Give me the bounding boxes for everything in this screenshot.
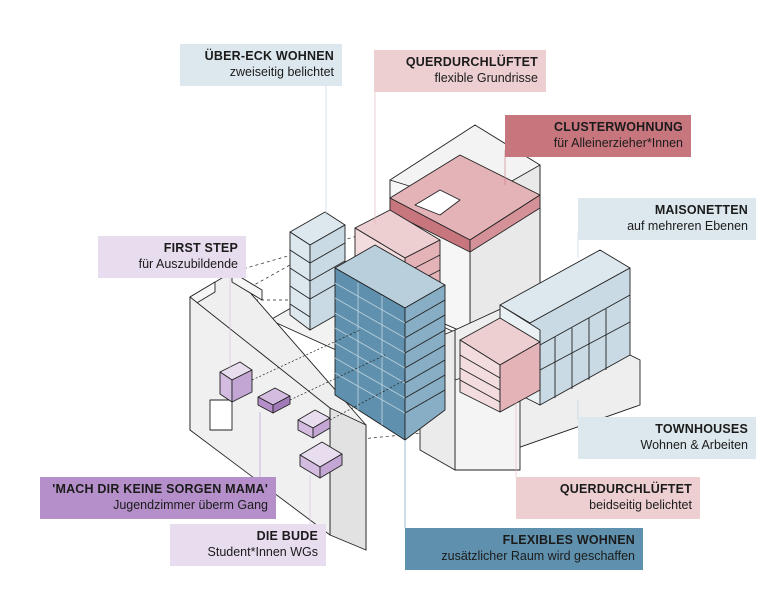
label-mach-dir-keine-sorgen-mama: 'MACH DIR KEINE SORGEN MAMA' Jugendzimme…: [40, 477, 276, 519]
label-subtitle: zweiseitig belichtet: [229, 65, 334, 79]
label-subtitle: auf mehreren Ebenen: [627, 219, 748, 233]
label-title: FLEXIBLES WOHNEN: [502, 533, 635, 547]
label-subtitle: für Auszubildende: [138, 257, 238, 271]
label-flexibles-wohnen: FLEXIBLES WOHNEN zusätzlicher Raum wird …: [405, 528, 643, 570]
label-die-bude: DIE BUDE Student*Innen WGs: [170, 524, 326, 566]
label-ueber-eck-wohnen: ÜBER-ECK WOHNEN zweiseitig belichtet: [180, 44, 342, 86]
label-subtitle: für Alleinerzieher*Innen: [553, 136, 683, 150]
label-title: ÜBER-ECK WOHNEN: [204, 49, 334, 63]
label-subtitle: Wohnen & Arbeiten: [640, 438, 748, 452]
label-querdurchlueftet-top: QUERDURCHLÜFTET flexible Grundrisse: [374, 50, 546, 92]
label-first-step: FIRST STEP für Auszubildende: [98, 236, 246, 278]
label-maisonetten: MAISONETTEN auf mehreren Ebenen: [578, 198, 756, 240]
first-step-box: [219, 361, 253, 403]
label-title: MAISONETTEN: [654, 203, 748, 217]
flexibles-wohnen-block: [334, 244, 446, 441]
querdurchlueftet-bottom-block: [459, 317, 541, 413]
label-clusterwohnung: CLUSTERWOHNUNG für Alleinerzieher*Innen: [505, 115, 691, 157]
label-title: 'MACH DIR KEINE SORGEN MAMA': [52, 482, 268, 496]
label-townhouses: TOWNHOUSES Wohnen & Arbeiten: [578, 417, 756, 459]
label-subtitle: Student*Innen WGs: [207, 545, 318, 559]
label-title: DIE BUDE: [256, 529, 318, 543]
label-querdurchlueftet-bottom: QUERDURCHLÜFTET beidseitig belichtet: [516, 477, 700, 519]
connection-arrows: [251, 329, 406, 421]
label-title: FIRST STEP: [163, 241, 238, 255]
label-subtitle: zusätzlicher Raum wird geschaffen: [441, 549, 635, 563]
label-subtitle: flexible Grundrisse: [434, 71, 538, 85]
student-wg-box-large: [299, 441, 343, 479]
label-title: QUERDURCHLÜFTET: [405, 55, 538, 69]
label-title: QUERDURCHLÜFTET: [559, 482, 692, 496]
label-title: CLUSTERWOHNUNG: [554, 120, 683, 134]
jugendzimmer-box: [257, 387, 291, 414]
label-subtitle: beidseitig belichtet: [589, 498, 692, 512]
label-subtitle: Jugendzimmer überm Gang: [113, 498, 268, 512]
label-title: TOWNHOUSES: [655, 422, 748, 436]
clusterwohnung-slab: [389, 154, 541, 253]
student-wg-box-small: [297, 409, 331, 439]
